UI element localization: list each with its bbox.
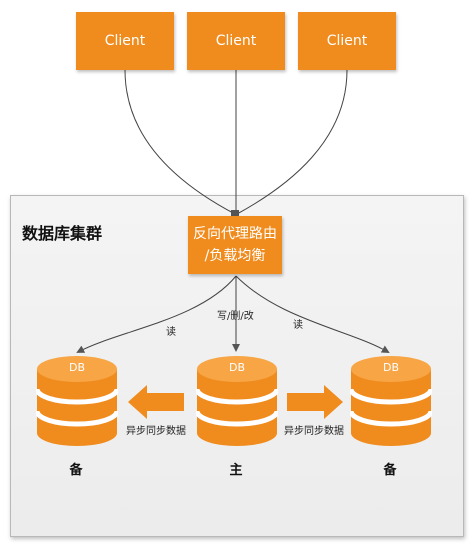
db-label: DB: [228, 361, 246, 374]
edge-label-read-left: 读: [166, 327, 176, 338]
role-label-standby-left: 备: [69, 463, 83, 478]
db-primary: DB: [196, 350, 278, 454]
db-label: DB: [382, 361, 400, 374]
db-label: DB: [68, 361, 86, 374]
proxy-to-left-db: [76, 275, 237, 353]
cluster-title: 数据库集群: [22, 224, 103, 243]
client-box-3: Client: [298, 12, 396, 70]
edge-label-read-right: 读: [293, 320, 303, 331]
sync-label-left: 异步同步数据: [126, 426, 186, 437]
db-standby-left: DB: [36, 350, 118, 454]
proxy-label-line1: 反向代理路由: [193, 226, 277, 242]
client-1-link: [124, 69, 236, 215]
sync-arrow-right: [287, 385, 343, 419]
sync-arrow-left: [128, 385, 184, 419]
sync-label-right: 异步同步数据: [284, 426, 344, 437]
reverse-proxy-box: 反向代理路由 /负载均衡: [188, 216, 282, 274]
client-box-2: Client: [187, 12, 285, 70]
edge-label-write: 写/删/改: [217, 311, 254, 322]
client-3-link: [236, 69, 348, 215]
role-label-standby-right: 备: [383, 463, 397, 478]
role-label-primary: 主: [229, 463, 243, 478]
db-standby-right: DB: [350, 350, 432, 454]
proxy-label-line2: /负载均衡: [204, 248, 266, 264]
client-box-1: Client: [76, 12, 174, 70]
proxy-to-right-db: [235, 275, 390, 354]
